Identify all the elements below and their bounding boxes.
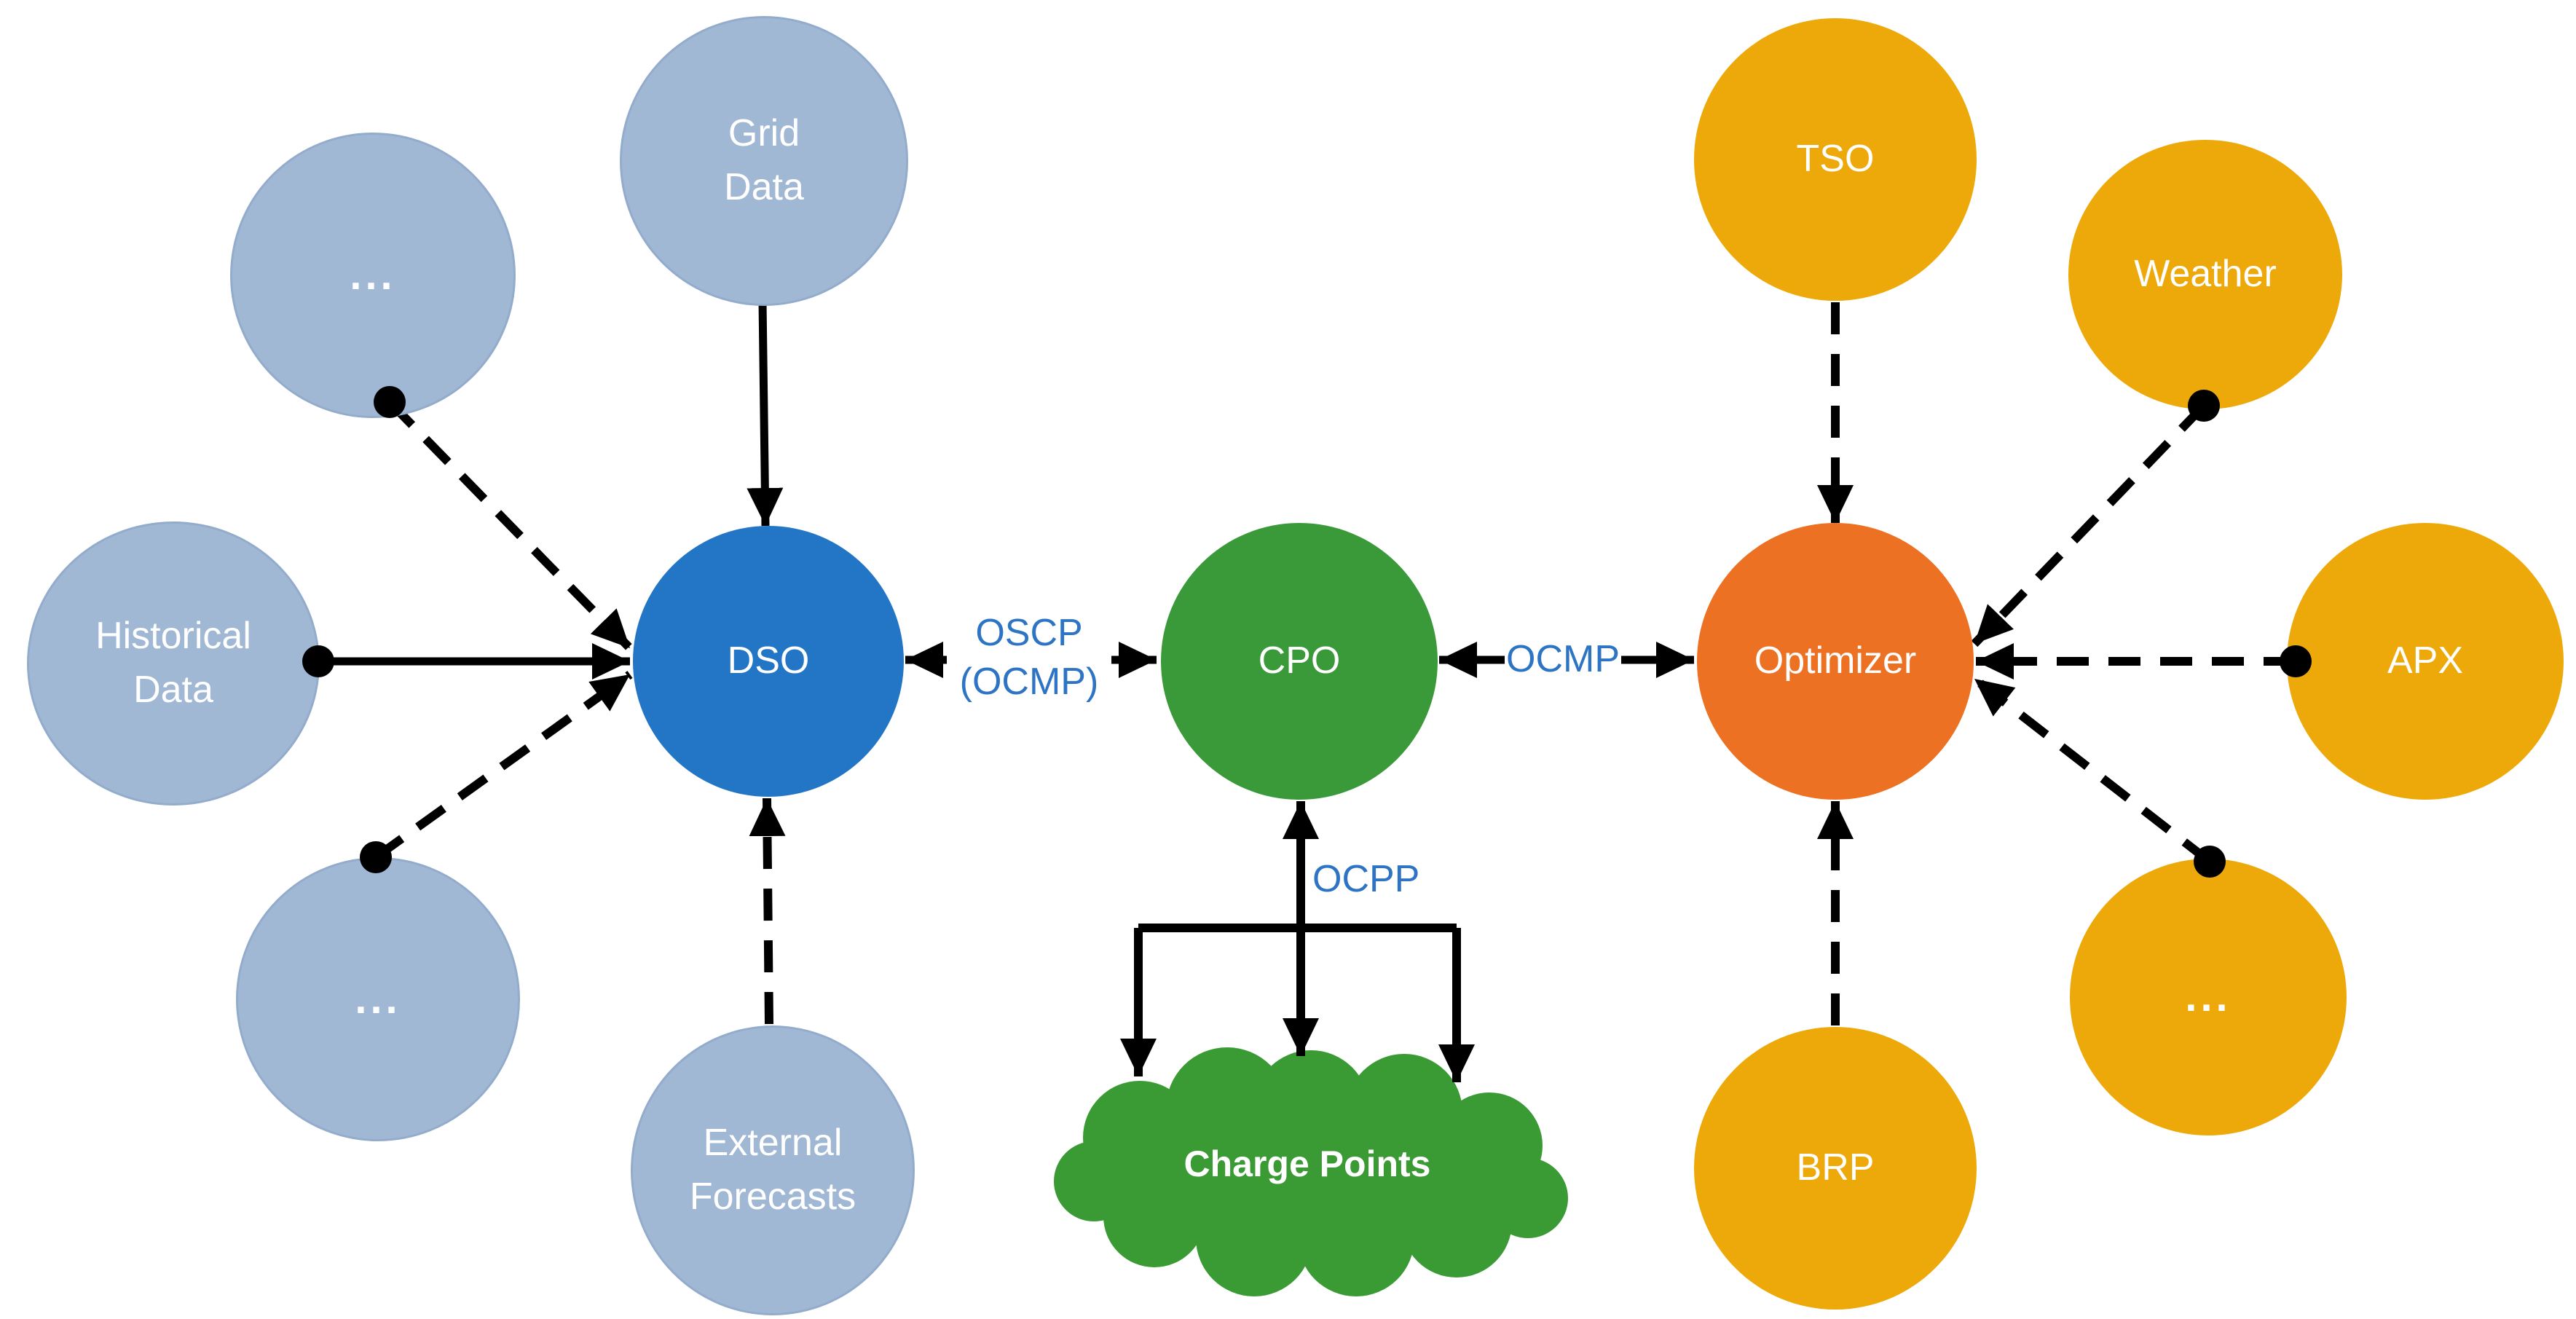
edge-weather-optimizer [1971,402,2207,647]
node-tso-label: TSO [1796,138,1875,181]
node-charge-points-label: Charge Points [1183,1143,1431,1184]
node-more-bottom-left: ... [236,857,520,1141]
node-more-bottom-left-label: ... [355,975,401,1023]
node-more-top-left-label: ... [350,251,396,299]
node-apx-label: APX [2387,639,2464,682]
edge-morebottomright-optimizer [1972,675,2213,865]
edge-label-ocpp: OCPP [1312,858,1420,900]
node-external-forecasts: External Forecasts [631,1025,915,1315]
node-grid-data: Grid Data [620,16,908,306]
node-more-top-left: ... [230,133,516,418]
node-optimizer-label: Optimizer [1754,639,1917,682]
node-more-bottom-right-label: ... [2185,972,2232,1020]
edge-label-oscp-ocmp: OSCP (OCMP) [947,607,1111,708]
node-weather: Weather [2068,140,2342,409]
edge-externalforecasts-dso [749,798,786,1025]
node-tso: TSO [1694,18,1977,301]
node-brp: BRP [1694,1027,1977,1310]
edge-label-ocmp: OCMP [1505,635,1621,683]
node-grid-data-label: Grid Data [724,112,804,208]
node-cpo-label: CPO [1258,639,1341,682]
node-optimizer: Optimizer [1697,523,1974,800]
node-dso: DSO [633,526,904,797]
node-apx: APX [2287,523,2564,800]
edge-moretopleft-dso [386,398,634,652]
node-dso-label: DSO [727,639,810,682]
charge-points-cloud [1054,1047,1568,1296]
node-historical-data-label: Historical Data [95,615,251,711]
edge-griddata-dso [747,301,784,527]
edge-morebottomleft-dso [373,671,633,861]
node-brp-label: BRP [1796,1146,1875,1189]
node-historical-data: Historical Data [27,521,320,806]
node-more-bottom-right: ... [2070,859,2347,1135]
node-weather-label: Weather [2134,253,2277,296]
node-cpo: CPO [1161,523,1438,800]
node-external-forecasts-label: External Forecasts [689,1122,856,1218]
